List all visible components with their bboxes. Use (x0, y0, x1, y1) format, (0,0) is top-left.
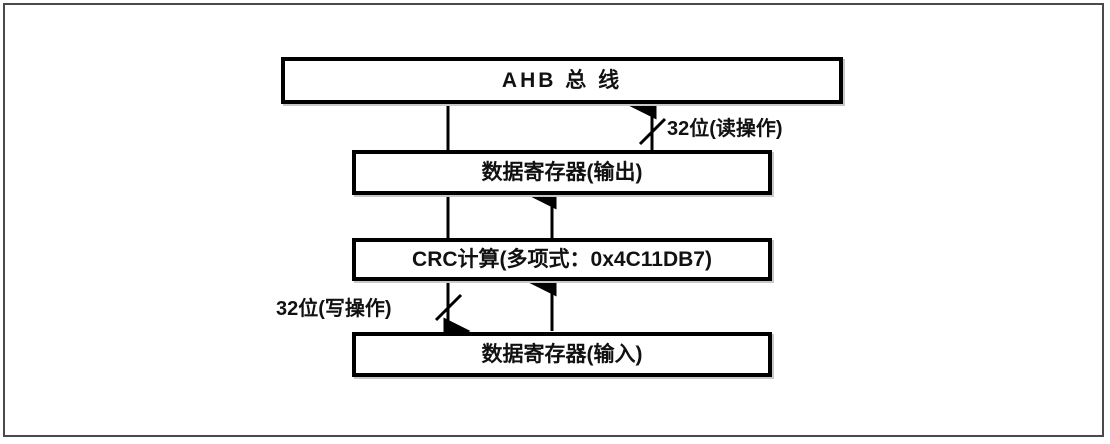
block-data-register-output-label: 数据寄存器(输出) (481, 161, 643, 184)
block-ahb-bus-label: AHB 总 线 (501, 69, 623, 92)
block-crc-calculation-label: CRC计算(多项式：0x4C11DB7) (412, 248, 712, 271)
block-data-register-output: 数据寄存器(输出) (352, 150, 772, 195)
bus-width-slash-write (434, 293, 463, 322)
block-data-register-input: 数据寄存器(输入) (352, 332, 772, 377)
annotation-read-bus-width: 32位(读操作) (667, 118, 783, 140)
annotation-write-bus-width: 32位(写操作) (276, 298, 392, 320)
block-crc-calculation: CRC计算(多项式：0x4C11DB7) (352, 238, 772, 281)
block-data-register-input-label: 数据寄存器(输入) (481, 343, 643, 366)
block-ahb-bus: AHB 总 线 (281, 57, 843, 104)
bus-width-slash-read (638, 117, 667, 146)
